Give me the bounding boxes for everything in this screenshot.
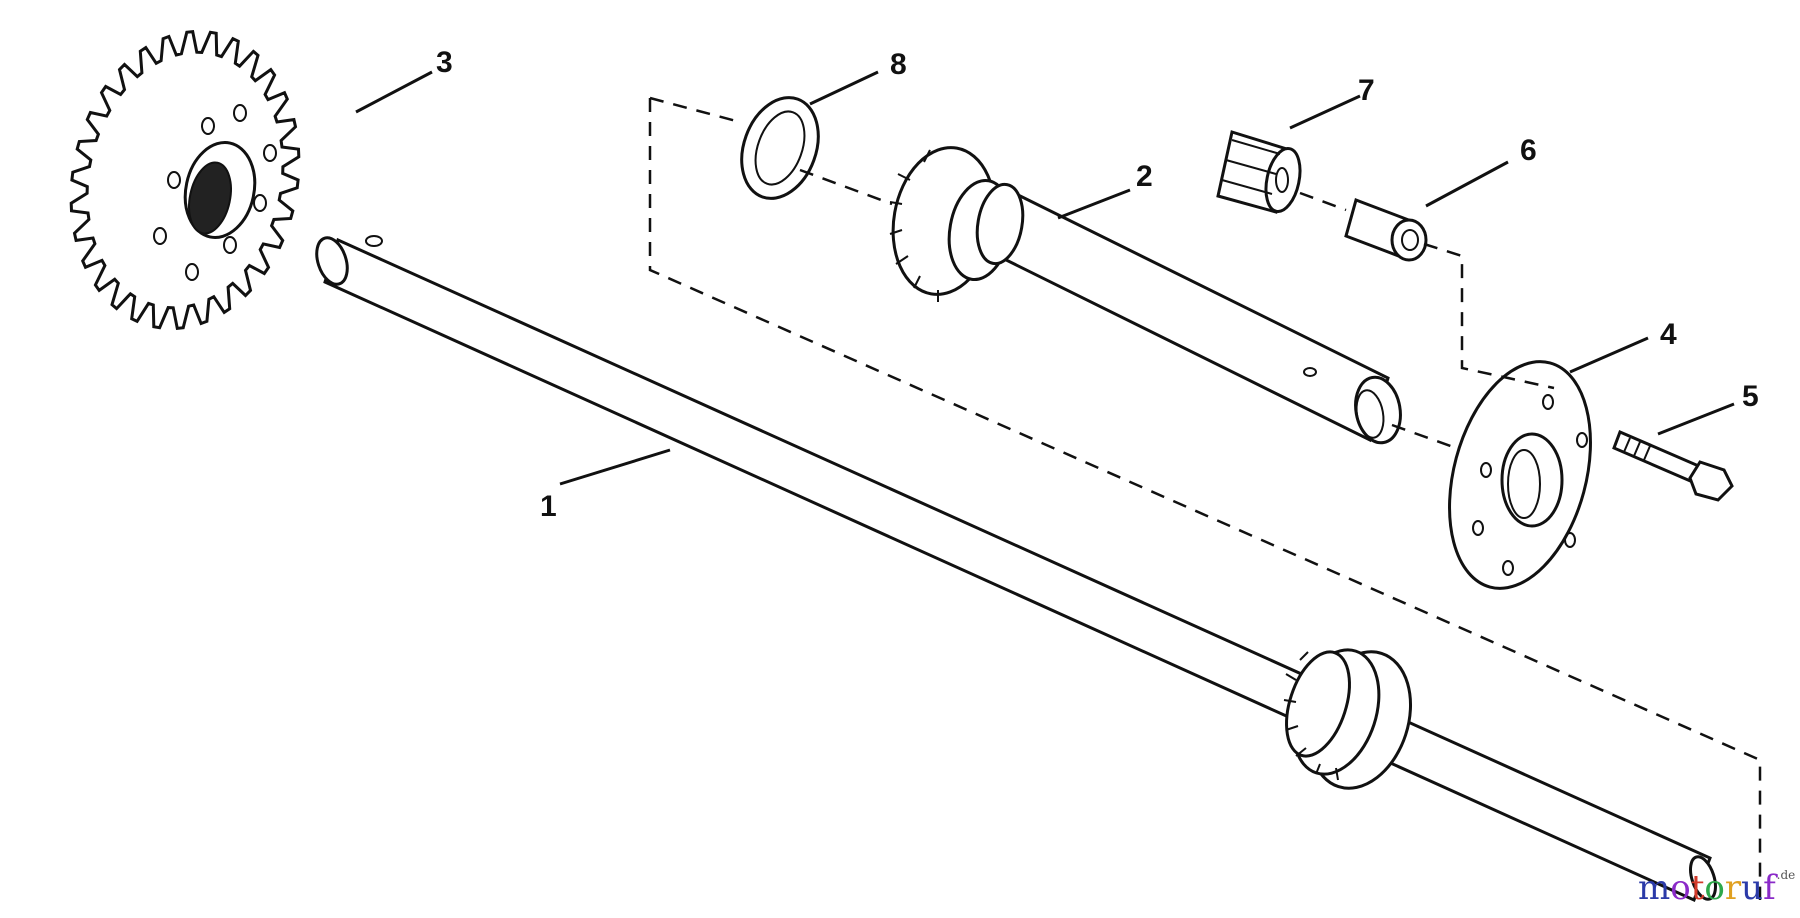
watermark-letter: o (1670, 868, 1691, 908)
watermark-suffix: .de (1776, 868, 1796, 882)
watermark-letter: m (1638, 868, 1671, 908)
callout-2: 2 (1136, 160, 1153, 193)
callouts: 1 2 3 4 5 6 7 8 (436, 46, 1759, 523)
callout-4: 4 (1660, 318, 1677, 351)
watermark-logo: motoruf.de (1638, 868, 1795, 908)
callout-6: 6 (1520, 134, 1537, 167)
bearing (740, 96, 820, 200)
leader-lines (355, 70, 1735, 486)
callout-8: 8 (890, 48, 907, 81)
watermark-letter: u (1741, 868, 1764, 908)
pinion-gear (1216, 130, 1302, 214)
axle-sprocket (1283, 648, 1413, 790)
watermark-letter: f (1763, 868, 1776, 908)
flange (1448, 360, 1592, 590)
assembly-lines (648, 96, 1762, 900)
shaft-short (889, 146, 1402, 445)
watermark-letter: t (1690, 868, 1705, 908)
bushing (1344, 198, 1428, 262)
callout-5: 5 (1742, 380, 1759, 413)
callout-3: 3 (436, 46, 453, 79)
watermark-letter: r (1724, 868, 1742, 908)
sprocket-large (69, 29, 301, 331)
bolt (1612, 429, 1734, 502)
callout-1: 1 (540, 490, 557, 523)
callout-7: 7 (1358, 74, 1375, 107)
watermark-letter: o (1704, 868, 1725, 908)
